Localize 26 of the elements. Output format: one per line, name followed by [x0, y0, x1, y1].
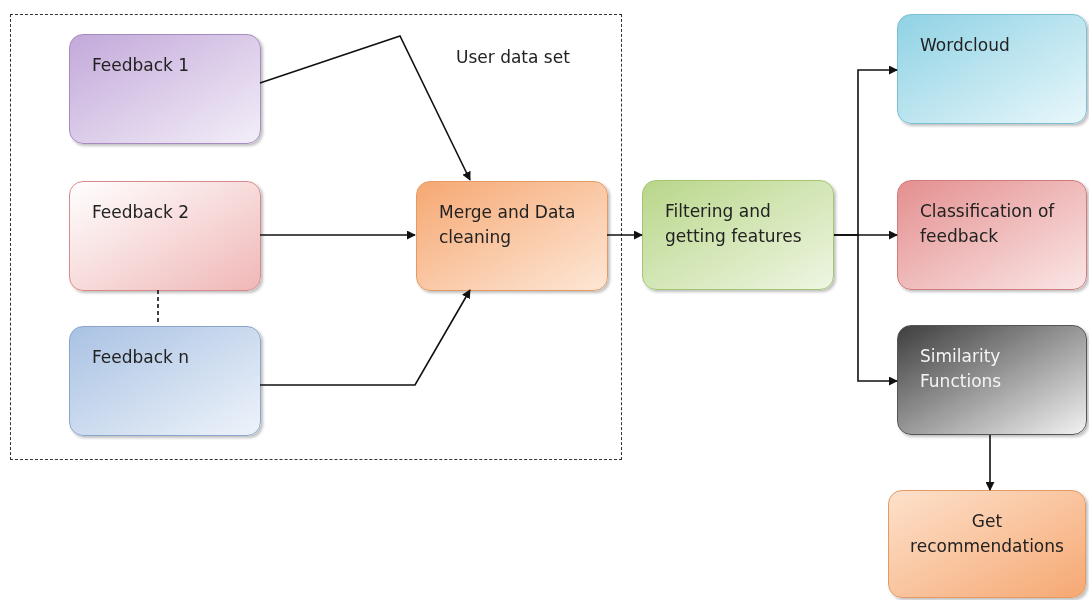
arrow — [259, 230, 416, 240]
process-box — [897, 325, 1087, 435]
process-box — [897, 180, 1087, 290]
process-box — [416, 181, 608, 291]
box-label: Feedback 1 — [92, 54, 191, 77]
process-box — [69, 34, 261, 144]
process-box — [642, 180, 834, 290]
arrow — [985, 434, 995, 491]
box-label: Wordcloud — [920, 34, 1011, 57]
arrow — [259, 35, 471, 181]
box-label: Filtering and getting features — [665, 200, 803, 248]
box-label: Get recommendations — [909, 510, 1065, 558]
process-box — [69, 326, 261, 436]
box-label: Similarity Functions — [920, 345, 1003, 393]
box-label: Feedback 2 — [92, 201, 191, 224]
process-box — [888, 490, 1086, 598]
group-heading: User data set — [456, 46, 570, 69]
process-box — [897, 14, 1087, 124]
box-label: Merge and Data cleaning — [439, 201, 577, 249]
arrow — [833, 234, 898, 386]
box-label: Classification of feedback — [920, 200, 1056, 248]
arrow — [259, 289, 471, 386]
box-label: Feedback n — [92, 346, 191, 369]
process-box — [69, 181, 261, 291]
arrow — [606, 230, 643, 240]
dashed-group-frame — [10, 14, 622, 460]
